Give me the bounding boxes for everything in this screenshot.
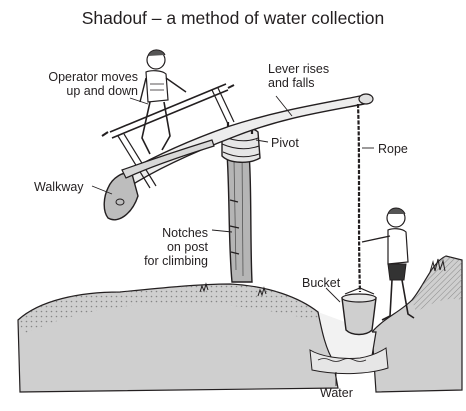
post (222, 120, 260, 282)
label-pivot: Pivot (271, 136, 299, 150)
label-operator: Operator moves up and down (20, 70, 138, 98)
rope-and-bucket (342, 104, 376, 335)
label-rope: Rope (378, 142, 408, 156)
label-walkway: Walkway (34, 180, 84, 194)
label-bucket: Bucket (302, 276, 340, 290)
label-water: Water (320, 386, 353, 400)
label-lever: Lever rises and falls (268, 62, 329, 90)
label-notches: Notches on post for climbing (120, 226, 208, 268)
operator-figure (140, 50, 186, 154)
